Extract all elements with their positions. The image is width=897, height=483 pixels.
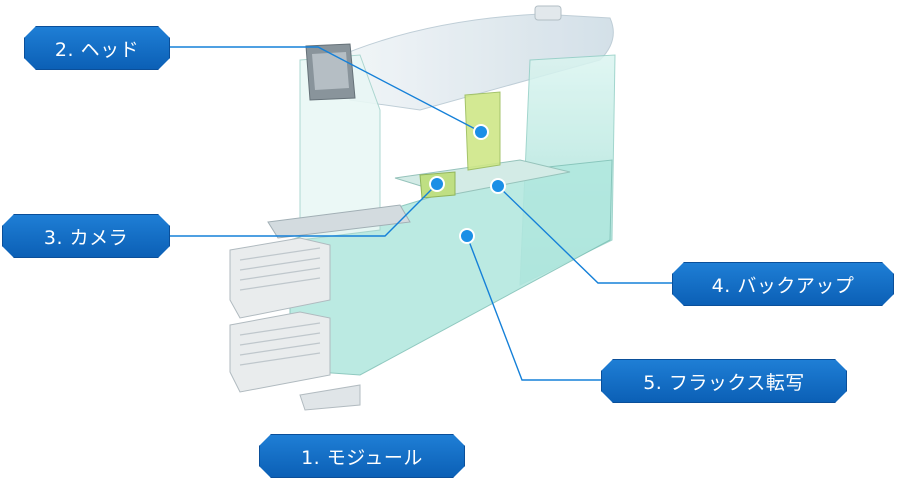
callout-backup-label: 4. バックアップ	[711, 274, 855, 297]
dot-flux	[459, 228, 475, 244]
callout-flux-label: 5. フラックス転写	[643, 371, 805, 394]
leader-camera	[170, 183, 438, 237]
callout-module-label: 1. モジュール	[301, 446, 423, 469]
dot-backup	[490, 178, 506, 194]
callout-flux: 5. フラックス転写	[601, 359, 847, 403]
dot-head	[473, 124, 489, 140]
dot-camera	[429, 176, 445, 192]
callout-camera-label: 3. カメラ	[43, 226, 129, 249]
pointer-dots	[429, 124, 506, 244]
leader-flux	[466, 235, 601, 381]
feeder-bank	[229, 237, 331, 393]
callout-head: 2. ヘッド	[24, 26, 170, 70]
leader-head	[170, 46, 482, 133]
leader-lines	[170, 46, 672, 381]
callout-camera: 3. カメラ	[2, 214, 170, 258]
callout-module: 1. モジュール	[259, 434, 465, 478]
callout-backup: 4. バックアップ	[672, 262, 894, 306]
leader-backup	[497, 185, 672, 284]
callout-head-label: 2. ヘッド	[54, 38, 140, 61]
machine-body	[229, 5, 616, 411]
